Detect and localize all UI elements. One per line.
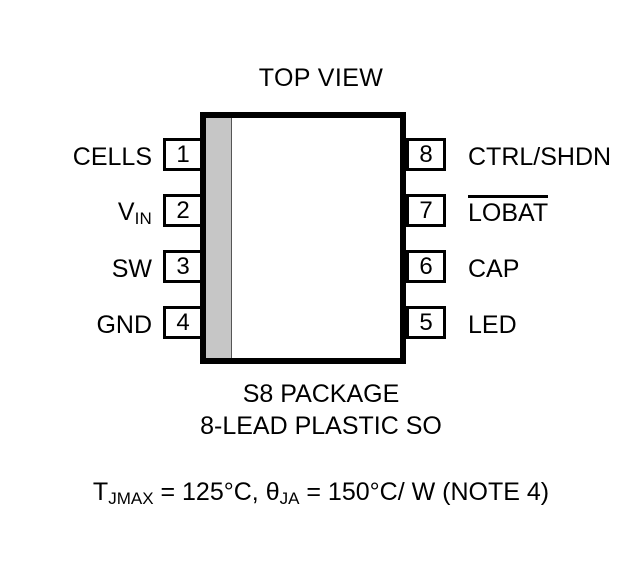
package-body-outline [200, 112, 406, 364]
pin-number-5: 5 [419, 308, 433, 336]
tjmax-symbol: T [92, 478, 109, 506]
pin-number-7: 7 [419, 196, 433, 224]
pin-number-2: 2 [176, 196, 190, 224]
thermal-resistance-note: TJMAX = 125°C, θJA = 150°C/ W (NOTE 4) [0, 478, 642, 508]
pin-box-8: 8 [406, 138, 446, 171]
pin-box-6: 6 [406, 250, 446, 283]
theta-symbol: θ [265, 478, 280, 506]
pin-label-cap-text: CAP [468, 255, 520, 283]
pin-box-2: 2 [163, 194, 203, 227]
package-name-caption: S8 PACKAGE [242, 380, 400, 408]
pin-label-ctrl-shdn-text: CTRL/SHDN [468, 143, 612, 171]
pin1-indicator-stripe [206, 118, 232, 358]
pin-label-cells-text: CELLS [72, 143, 152, 171]
pin-label-sw: SW [112, 257, 152, 282]
pin-label-gnd: GND [96, 313, 152, 338]
pin-label-gnd-text: GND [96, 311, 152, 339]
theta-subscript: JA [279, 488, 300, 508]
pin-box-3: 3 [163, 250, 203, 283]
pin-number-6: 6 [419, 252, 433, 280]
pin-label-lobat-text: LOBAT [468, 195, 549, 227]
package-type-caption: 8-LEAD PLASTIC SO [200, 412, 442, 440]
tjmax-subscript: JMAX [108, 488, 154, 508]
top-view-title: TOP VIEW [258, 64, 384, 92]
pin-label-led-text: LED [468, 311, 517, 339]
tjmax-value: = 125°C, [153, 478, 266, 506]
pin-label-cells: CELLS [73, 145, 152, 170]
package-body-fill [206, 118, 400, 358]
pin-label-ctrl-shdn: CTRL/SHDN [468, 145, 611, 170]
pin-box-7: 7 [406, 194, 446, 227]
pin-label-vin: VIN [117, 198, 152, 228]
pin-number-4: 4 [176, 308, 190, 336]
pin-label-vin-subscript: IN [134, 208, 152, 228]
pin-label-cap: CAP [468, 257, 519, 282]
pin-number-3: 3 [176, 252, 190, 280]
pin-label-led: LED [468, 313, 517, 338]
pin-label-vin-text: V [117, 198, 135, 226]
pin-label-sw-text: SW [111, 255, 152, 283]
pin-box-4: 4 [163, 306, 203, 339]
pin-number-8: 8 [419, 140, 433, 168]
pin-number-1: 1 [176, 140, 190, 168]
pin-label-lobat: LOBAT [468, 195, 549, 227]
pin-box-1: 1 [163, 138, 203, 171]
theta-value: = 150°C/ W (NOTE 4) [299, 478, 550, 506]
pin-box-5: 5 [406, 306, 446, 339]
